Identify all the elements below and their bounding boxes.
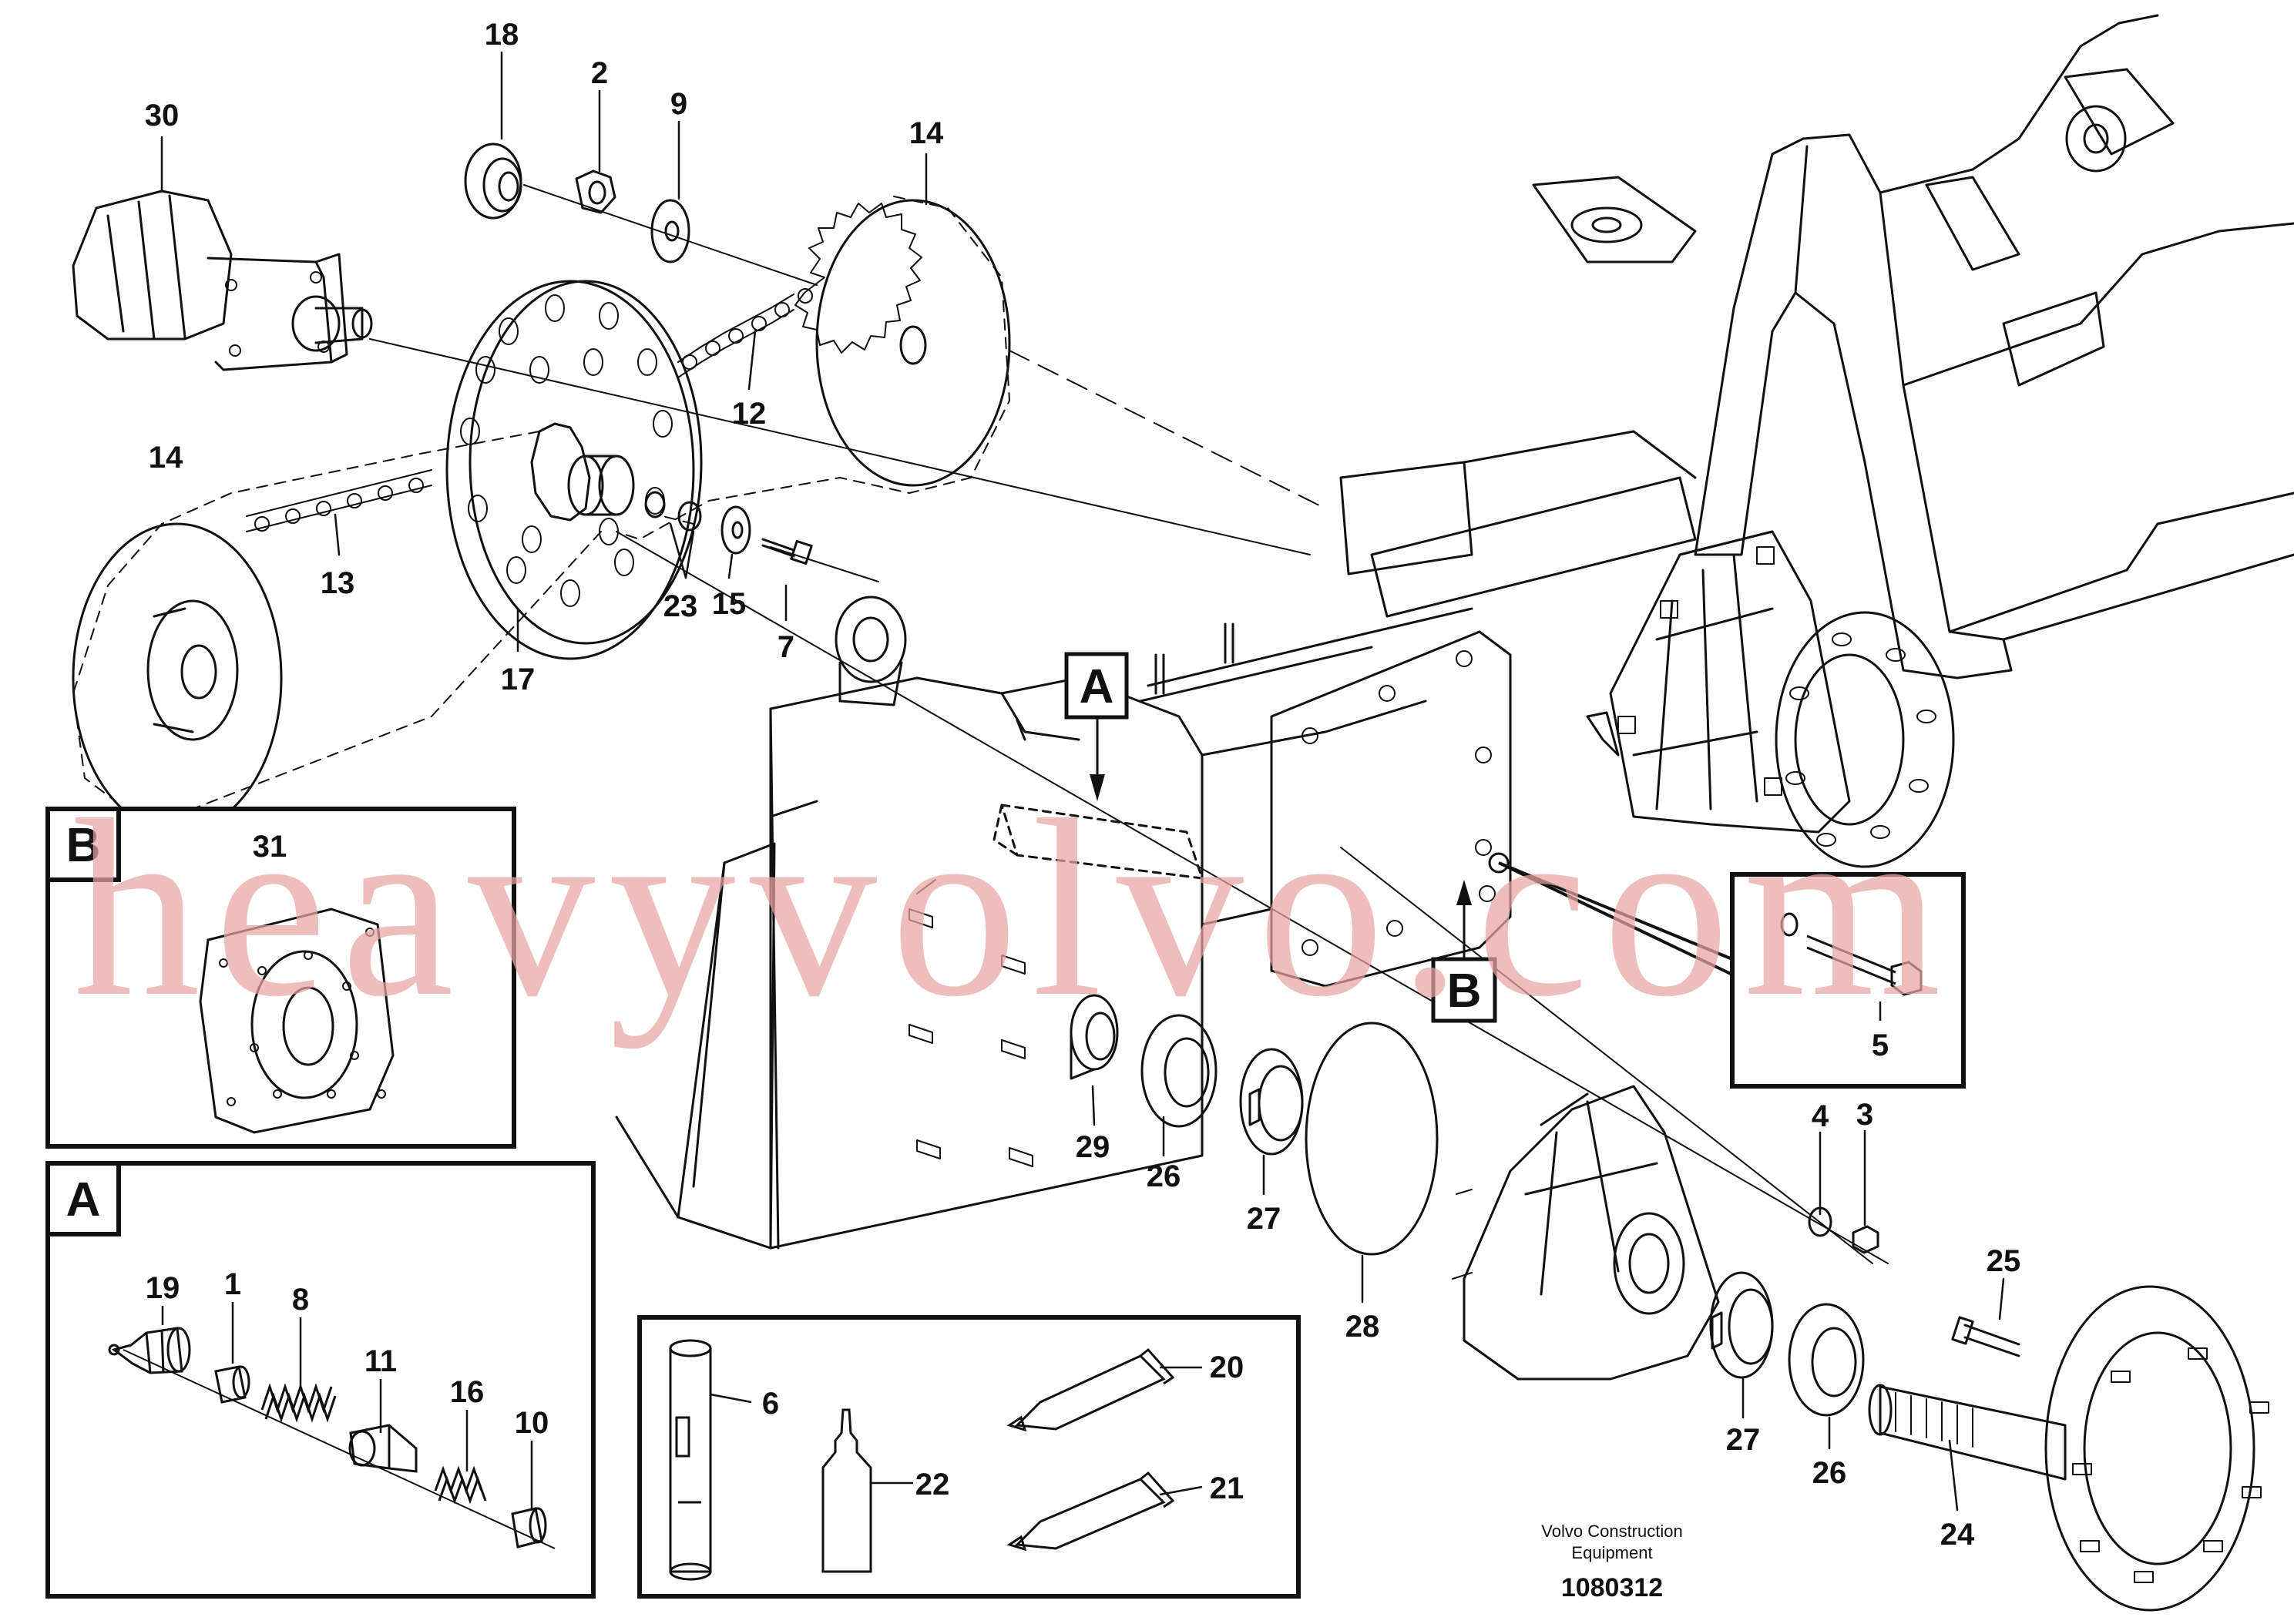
o-ring-28 bbox=[1305, 1022, 1439, 1256]
label-26-a: 26 bbox=[1147, 1159, 1181, 1193]
detail-box-b: B bbox=[45, 807, 516, 1149]
leader-lines bbox=[160, 51, 2005, 1512]
label-26-b: 26 bbox=[1812, 1456, 1847, 1490]
bottle-22 bbox=[821, 1408, 913, 1573]
axle-shaft-24 bbox=[1868, 1285, 2269, 1612]
planetary-housing-rear bbox=[1586, 530, 1955, 868]
document-number: 1080312 bbox=[1561, 1573, 1663, 1602]
label-29: 29 bbox=[1076, 1130, 1110, 1164]
chain-case-housing bbox=[615, 596, 1427, 1250]
tube-6 bbox=[669, 1339, 752, 1581]
callout-b-marker: B bbox=[1431, 880, 1497, 1023]
hydraulic-motor bbox=[72, 190, 373, 371]
label-b: B bbox=[1447, 965, 1482, 1018]
label-28: 28 bbox=[1345, 1310, 1380, 1344]
tube-20 bbox=[1006, 1347, 1202, 1432]
label-24: 24 bbox=[1940, 1518, 1975, 1552]
detail-box-bolt-5 bbox=[1488, 852, 1966, 1089]
planetary-housing-front bbox=[1452, 1085, 1720, 1381]
nut-2 bbox=[575, 169, 616, 214]
detail-b-letter: B bbox=[66, 819, 101, 872]
nut-3 bbox=[1852, 1225, 1879, 1254]
assembly-axis-lines bbox=[369, 184, 1889, 1264]
tube-21 bbox=[1006, 1471, 1203, 1552]
label-27-a: 27 bbox=[1247, 1202, 1281, 1236]
label-20: 20 bbox=[1210, 1351, 1244, 1384]
label-7: 7 bbox=[778, 630, 794, 664]
detail-a-letter: A bbox=[66, 1173, 101, 1226]
label-3: 3 bbox=[1856, 1098, 1873, 1132]
label-1: 1 bbox=[224, 1267, 241, 1301]
spacers-23 bbox=[644, 491, 702, 532]
label-6: 6 bbox=[762, 1387, 779, 1421]
label-22: 22 bbox=[915, 1468, 950, 1502]
seal-26-a bbox=[1140, 1014, 1218, 1128]
part-number-labels: 18 2 9 14 30 12 14 13 23 15 7 17 31 5 4 … bbox=[145, 18, 2021, 1552]
pin-11 bbox=[348, 1424, 418, 1473]
label-10: 10 bbox=[515, 1406, 549, 1440]
washer-15 bbox=[720, 505, 751, 555]
label-21: 21 bbox=[1210, 1471, 1244, 1505]
label-4: 4 bbox=[1812, 1099, 1829, 1133]
label-16: 16 bbox=[450, 1375, 485, 1409]
label-17: 17 bbox=[501, 663, 536, 696]
label-8: 8 bbox=[292, 1283, 309, 1317]
sprocket-upper bbox=[794, 199, 1011, 487]
callout-a-marker: A bbox=[1064, 652, 1129, 801]
label-30: 30 bbox=[145, 99, 180, 133]
cover-plate bbox=[1270, 630, 1512, 988]
caption-line-1: Volvo Construction bbox=[1541, 1522, 1682, 1541]
label-27-b: 27 bbox=[1726, 1423, 1761, 1457]
watermark: heavyvolvo.com bbox=[73, 768, 1955, 1049]
chain-12 bbox=[677, 288, 813, 378]
label-2: 2 bbox=[591, 56, 608, 90]
washer-9 bbox=[650, 199, 690, 263]
label-15: 15 bbox=[712, 587, 747, 621]
label-14-lower: 14 bbox=[149, 441, 183, 475]
spring-8 bbox=[260, 1383, 337, 1423]
label-18: 18 bbox=[485, 18, 519, 52]
label-31: 31 bbox=[253, 830, 287, 864]
bushing-1 bbox=[214, 1365, 250, 1404]
label-14-upper: 14 bbox=[909, 116, 944, 150]
boot-19 bbox=[108, 1327, 191, 1374]
label-a: A bbox=[1080, 660, 1114, 713]
label-19: 19 bbox=[146, 1271, 180, 1305]
label-5: 5 bbox=[1872, 1028, 1889, 1062]
bolt-25 bbox=[1951, 1316, 2020, 1357]
label-23: 23 bbox=[663, 589, 698, 623]
label-25: 25 bbox=[1987, 1244, 2021, 1278]
label-11: 11 bbox=[364, 1344, 397, 1378]
label-13: 13 bbox=[321, 566, 355, 600]
bushing-10 bbox=[511, 1507, 547, 1549]
bearing-29 bbox=[1070, 994, 1119, 1080]
bolt-7 bbox=[761, 538, 813, 565]
bearing-27-a bbox=[1239, 1048, 1304, 1156]
drive-disc bbox=[445, 280, 703, 660]
consumables-box bbox=[637, 1315, 1301, 1599]
seal-18 bbox=[464, 143, 522, 220]
detail-box-a: A bbox=[45, 1161, 596, 1599]
spring-16 bbox=[434, 1465, 487, 1505]
label-9: 9 bbox=[670, 87, 687, 121]
drawing-caption: Volvo Construction Equipment 1080312 bbox=[1541, 1522, 1682, 1602]
loader-frame bbox=[1139, 14, 2294, 703]
bearing-27-b bbox=[1709, 1271, 1774, 1379]
caption-line-2: Equipment bbox=[1571, 1543, 1652, 1562]
label-12: 12 bbox=[732, 397, 767, 431]
adapter-plate-31 bbox=[199, 908, 395, 1134]
chain-13 bbox=[246, 469, 432, 532]
seal-26-b bbox=[1788, 1303, 1865, 1417]
